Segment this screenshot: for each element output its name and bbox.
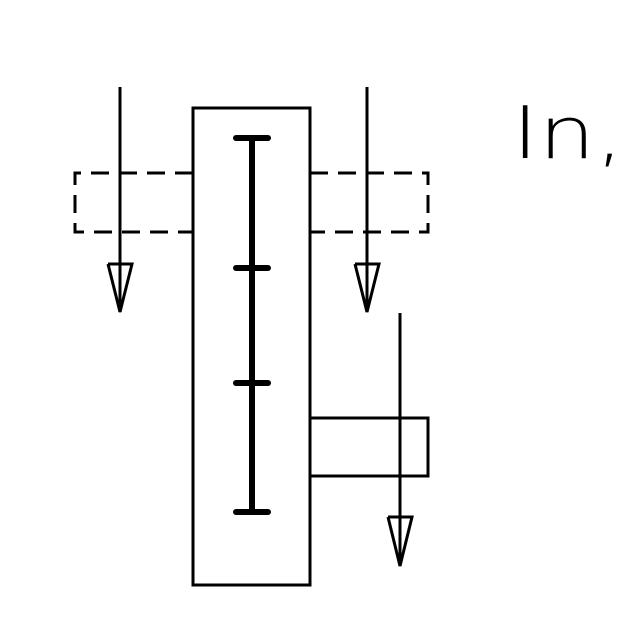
dashed-input-shaft [73,171,430,234]
diagram-label: In, [512,91,624,175]
arrow-down-icon [106,87,134,313]
arrow-down-icon [386,313,414,567]
gear-axis [233,135,271,515]
gear-housing [191,106,312,587]
output-shaft [308,416,430,478]
arrow-down-icon [353,87,381,313]
